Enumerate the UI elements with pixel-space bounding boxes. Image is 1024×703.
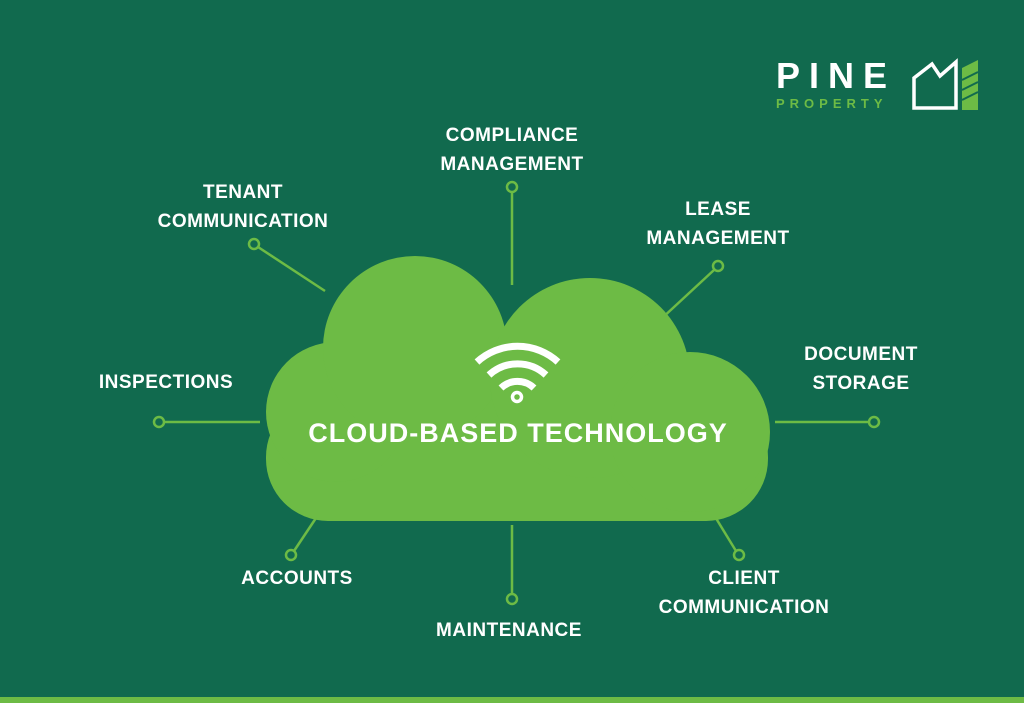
cloud-shape xyxy=(266,256,770,521)
connector-inspections xyxy=(152,415,260,429)
logo-name: PINE xyxy=(776,55,897,96)
bottom-stripe xyxy=(0,697,1024,703)
feature-inspections: INSPECTIONS xyxy=(98,372,234,393)
logo-subtitle: PROPERTY xyxy=(776,96,888,111)
wifi-icon xyxy=(474,342,561,404)
feature-maintenance: MAINTENANCE xyxy=(436,620,582,641)
pine-property-logo: PINE PROPERTY xyxy=(776,58,896,112)
connector-compliance xyxy=(505,180,519,285)
connector-accounts xyxy=(284,514,320,562)
connector-lease xyxy=(659,259,725,321)
connector-client xyxy=(712,514,746,562)
center-title: CLOUD-BASED TECHNOLOGY xyxy=(308,418,728,448)
connector-document xyxy=(775,415,881,429)
connector-tenant xyxy=(247,237,326,293)
logo-mark-icon xyxy=(912,58,979,110)
feature-accounts: ACCOUNTS xyxy=(241,568,353,589)
connector-maintenance xyxy=(505,525,519,606)
